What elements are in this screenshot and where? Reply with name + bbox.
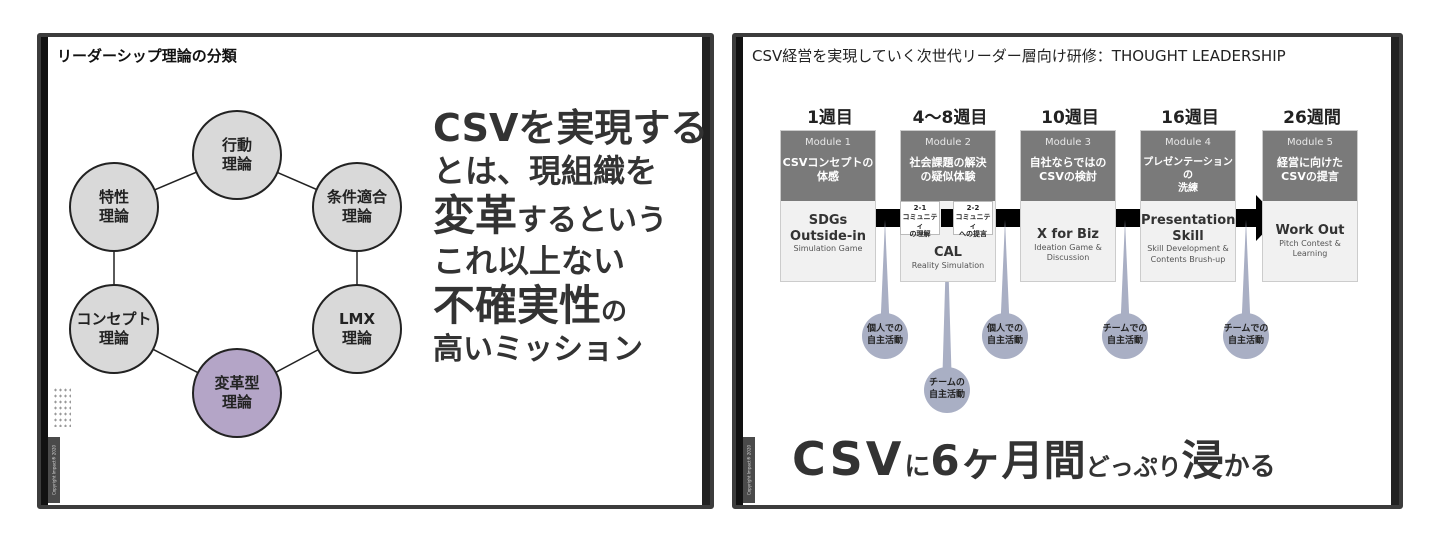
left-bar bbox=[41, 37, 48, 505]
module-name: CAL bbox=[934, 245, 962, 260]
copyright-text: Copyright Impact® 2020 bbox=[746, 444, 752, 496]
activity-balloon: 個人での 自主活動 bbox=[862, 313, 908, 359]
module-name: X for Biz bbox=[1036, 227, 1099, 242]
week-label: 4〜8週目 bbox=[912, 108, 988, 128]
balloon-pointer bbox=[942, 220, 952, 390]
msg-line-1: CSVを実現する bbox=[433, 106, 709, 150]
key-message: CSVを実現する とは、現組織を 変革するという これ以上ない 不確実性の 高い… bbox=[433, 109, 708, 373]
msg-emph-change: 変革 bbox=[433, 191, 518, 240]
bottom-message: CSVに6ヶ月間どっぷり浸かる bbox=[792, 427, 1276, 488]
module-number: Module 2 bbox=[925, 137, 971, 148]
balloon-pointer bbox=[1000, 220, 1010, 335]
balloon-pointer bbox=[1241, 220, 1251, 335]
module-desc: Ideation Game & Discussion bbox=[1034, 242, 1102, 262]
module-number: Module 1 bbox=[805, 137, 851, 148]
msg-line-6: 高いミッション bbox=[433, 332, 643, 367]
msg-karu: かる bbox=[1223, 452, 1276, 482]
copyright: Copyright Impact® 2020 bbox=[48, 437, 60, 503]
timeline-connector-mid bbox=[941, 209, 953, 227]
module-title: 自社ならではの CSVの検討 bbox=[1029, 156, 1107, 184]
activity-balloon: チームでの 自主活動 bbox=[1223, 313, 1269, 359]
week-label: 16週目 bbox=[1161, 108, 1219, 128]
module-number: Module 4 bbox=[1165, 137, 1211, 148]
module-name: SDGs Outside-in bbox=[790, 213, 866, 244]
balloon-pointer bbox=[1120, 220, 1130, 335]
module-title: 経営に向けた CSVの提言 bbox=[1277, 156, 1343, 184]
module-number: Module 5 bbox=[1287, 137, 1333, 148]
activity-balloon: チームでの 自主活動 bbox=[1102, 313, 1148, 359]
msg-line-2: とは、現組織を bbox=[433, 152, 658, 190]
copyright: Copyright Impact® 2020 bbox=[743, 437, 755, 503]
module-number: Module 3 bbox=[1045, 137, 1091, 148]
module-desc: Pitch Contest & Learning bbox=[1279, 238, 1341, 258]
week-label: 10週目 bbox=[1041, 108, 1099, 128]
msg-6months: 6ヶ月間 bbox=[930, 436, 1086, 485]
msg-line-3: するという bbox=[517, 203, 668, 238]
module-desc: Reality Simulation bbox=[911, 260, 985, 270]
msg-hitaru: 浸 bbox=[1181, 436, 1224, 485]
circle-concept-theory: コンセプト 理論 bbox=[69, 284, 159, 374]
slide-leadership-theories: リーダーシップ理論の分類 行動 理論 特性 理論 条件適合 理論 コンセプト 理… bbox=[37, 33, 714, 509]
msg-line-4: これ以上ない bbox=[433, 242, 626, 280]
circle-contingency-theory: 条件適合 理論 bbox=[312, 162, 402, 252]
msg-doppuri: どっぷり bbox=[1085, 453, 1182, 481]
slide-title: リーダーシップ理論の分類 bbox=[57, 47, 237, 65]
msg-ni: に bbox=[904, 452, 931, 482]
week-label: 1週目 bbox=[807, 108, 853, 128]
module-title: CSVコンセプトの 体感 bbox=[782, 156, 874, 184]
week-label: 26週間 bbox=[1283, 108, 1341, 128]
right-bar bbox=[702, 37, 710, 505]
circle-trait-theory: 特性 理論 bbox=[69, 162, 159, 252]
module-name: Work Out bbox=[1275, 223, 1345, 238]
msg-particle: の bbox=[601, 297, 628, 327]
left-bar bbox=[736, 37, 743, 505]
module-title: 社会課題の解決 の疑似体験 bbox=[909, 156, 987, 184]
activity-balloon: 個人での 自主活動 bbox=[982, 313, 1028, 359]
copyright-text: Copyright Impact® 2020 bbox=[51, 444, 57, 496]
module-title: プレゼンテーションの 洗練 bbox=[1143, 157, 1233, 194]
submodule-2-2: 2-2 コミュニティ への提言 bbox=[953, 201, 993, 238]
circle-lmx-theory: LMX 理論 bbox=[312, 284, 402, 374]
msg-emph-uncertainty: 不確実性 bbox=[433, 281, 602, 330]
circle-transformational-theory: 変革型 理論 bbox=[192, 348, 282, 438]
slide-program: CSV経営を実現していく次世代リーダー層向け研修：THOUGHT LEADERS… bbox=[732, 33, 1403, 509]
dot-pattern bbox=[53, 387, 71, 427]
circle-behavior-theory: 行動 理論 bbox=[192, 110, 282, 200]
right-bar bbox=[1391, 37, 1399, 505]
module-name: Presentation Skill bbox=[1141, 213, 1236, 244]
msg-csv: CSV bbox=[792, 432, 905, 486]
balloon-pointer bbox=[880, 220, 890, 335]
activity-balloon: チームの 自主活動 bbox=[924, 367, 970, 413]
module-desc: Simulation Game bbox=[793, 244, 863, 254]
submodule-2-1: 2-1 コミュニティ の理解 bbox=[900, 201, 940, 238]
slide-title: CSV経営を実現していく次世代リーダー層向け研修：THOUGHT LEADERS… bbox=[752, 47, 1286, 65]
module-desc: Skill Development & Contents Brush-up bbox=[1147, 244, 1229, 264]
